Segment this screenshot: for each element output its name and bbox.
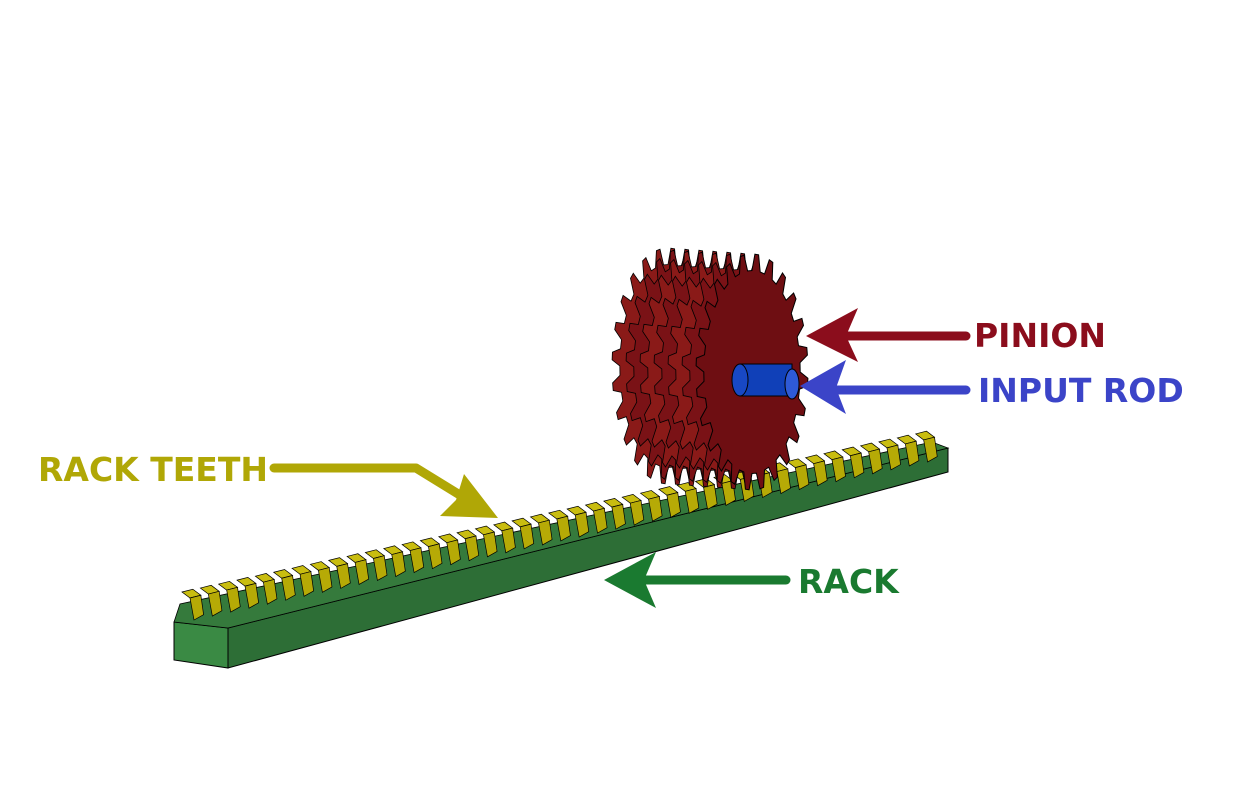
rack-tooth-face [428, 543, 443, 570]
rack-tooth-face [868, 448, 883, 475]
rack-tooth-face [849, 452, 865, 479]
rack-tooth-face [684, 488, 700, 514]
rack-tooth-face [923, 436, 938, 463]
rack-tooth-face [703, 484, 718, 510]
rack-tooth-face [904, 440, 920, 467]
rack-label: RACK [798, 562, 900, 601]
rack-tooth-face [446, 539, 461, 566]
rack-tooth-face [281, 575, 296, 601]
rack-tooth-face [648, 496, 663, 522]
rack-tooth-face [556, 515, 571, 542]
rack-tooth-face [299, 571, 315, 597]
rack-tooth-face [593, 507, 608, 534]
rack-end-face [173, 621, 229, 669]
rack-tooth-face [501, 527, 516, 554]
rack-tooth-face [373, 555, 388, 582]
rack-arrow [604, 552, 791, 608]
rack-tooth-face [538, 519, 553, 546]
pinion-arrow [806, 308, 971, 362]
rack-tooth-face [813, 460, 828, 487]
rack-tooth-face [189, 594, 204, 621]
rack [173, 430, 950, 669]
rack-tooth-face [519, 523, 535, 550]
rack-teeth-arrow [269, 463, 498, 518]
pinion-label: PINION [974, 316, 1106, 355]
rack-tooth-face [886, 444, 901, 471]
rack-tooth-face [831, 456, 846, 483]
rack-tooth-face [226, 586, 241, 613]
input-rod-shaft [731, 363, 800, 400]
rack-teeth [181, 430, 938, 621]
rack-tooth-face [207, 590, 223, 617]
rack-tooth-face [794, 464, 810, 491]
rack-tooth-face [666, 492, 681, 518]
rack-tooth-face [776, 468, 791, 495]
rack-tooth-face [391, 551, 406, 578]
rack-tooth-face [354, 559, 370, 585]
rack-tooth-face [611, 503, 626, 530]
rack-tooth-face [244, 582, 259, 609]
input-rod-arrow [800, 360, 971, 414]
rack-teeth-label: RACK TEETH [38, 450, 268, 489]
rack-tooth-face [629, 499, 645, 526]
rack-tooth-face [483, 531, 498, 558]
rack-tooth-face [574, 511, 590, 538]
rack-tooth-face [262, 578, 278, 605]
rack-tooth-face [317, 567, 333, 593]
rack-tooth-face [409, 547, 425, 574]
rack-tooth-face [336, 563, 351, 589]
rack-tooth-face [464, 535, 480, 562]
input-rod-label: INPUT ROD [978, 371, 1184, 410]
rack-side-face [227, 447, 949, 669]
